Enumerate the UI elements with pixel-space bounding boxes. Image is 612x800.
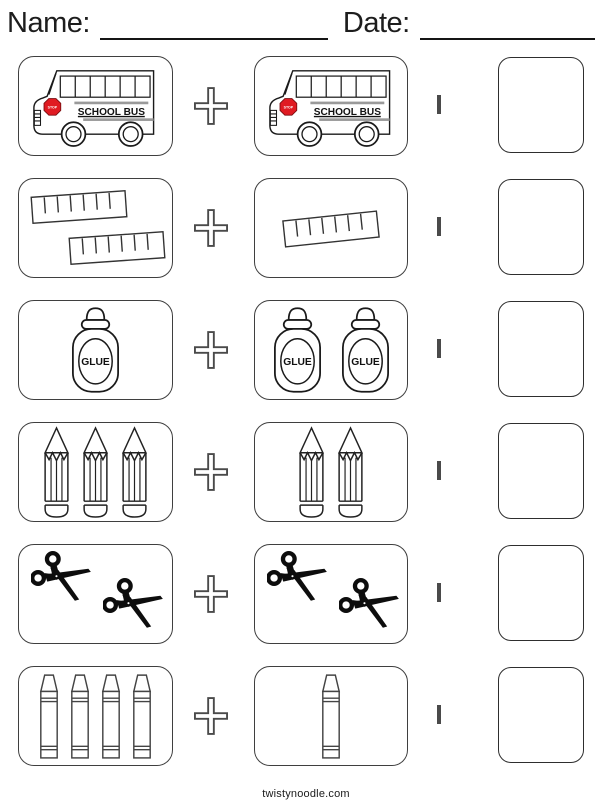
ruler-icon (282, 210, 380, 248)
crayon-icon (318, 672, 344, 761)
ruler-icon (68, 231, 166, 266)
plus-operator-icon (194, 331, 228, 369)
equals-operator-icon (437, 339, 477, 358)
plus-operator-icon (194, 209, 228, 247)
pencil-icon (335, 426, 366, 519)
addend-right-box (254, 300, 408, 400)
problems-list (0, 56, 612, 766)
pencil-icon (119, 426, 150, 519)
scissors-icon (103, 578, 165, 632)
equals-operator-icon (437, 461, 477, 480)
addend-left-box (18, 422, 173, 522)
equals-bar (439, 95, 441, 114)
plus-operator-icon (194, 453, 228, 491)
equals-bar (437, 217, 439, 236)
equals-operator-icon (437, 217, 477, 236)
crayon-icon (67, 672, 93, 761)
addend-right-box (254, 178, 408, 278)
equals-bar (437, 339, 439, 358)
addend-left-box (18, 56, 173, 156)
plus-operator-icon (194, 697, 228, 735)
equals-bar (437, 461, 439, 480)
addend-right-box (254, 666, 408, 766)
equals-bar (437, 583, 439, 602)
date-label: Date: (342, 7, 410, 39)
answer-box[interactable] (498, 57, 584, 153)
equals-operator-icon (437, 95, 477, 114)
date-fill-line[interactable] (419, 12, 595, 40)
school-bus-icon (261, 62, 402, 150)
addition-problem-row (0, 422, 612, 522)
addition-problem-row (0, 178, 612, 278)
equals-bar (439, 217, 441, 236)
answer-box[interactable] (498, 179, 584, 275)
addend-left-box (18, 300, 173, 400)
scissors-icon (31, 551, 93, 605)
addend-right-box (254, 56, 408, 156)
pencil-icon (80, 426, 111, 519)
answer-box[interactable] (498, 301, 584, 397)
plus-operator-icon (194, 87, 228, 125)
equals-bar (439, 705, 441, 724)
plus-operator-icon (194, 575, 228, 613)
name-fill-line[interactable] (99, 12, 328, 40)
addition-problem-row (0, 56, 612, 156)
addend-left-box (18, 666, 173, 766)
addition-problem-row (0, 300, 612, 400)
equals-operator-icon (437, 705, 477, 724)
addition-problem-row (0, 544, 612, 644)
name-label: Name: (7, 7, 90, 39)
glue-icon (269, 307, 326, 394)
equals-bar (439, 461, 441, 480)
answer-box[interactable] (498, 667, 584, 763)
addend-right-box (254, 422, 408, 522)
scissors-icon (267, 551, 329, 605)
pencil-icon (296, 426, 327, 519)
scissors-icon (339, 578, 401, 632)
addition-problem-row (0, 666, 612, 766)
crayon-icon (129, 672, 155, 761)
equals-bar (437, 95, 439, 114)
site-credit: twistynoodle.com (262, 788, 350, 800)
crayon-icon (98, 672, 124, 761)
answer-box[interactable] (498, 423, 584, 519)
worksheet-header: Name: Date: (0, 0, 612, 40)
equals-bar (439, 583, 441, 602)
glue-icon (337, 307, 394, 394)
school-bus-icon (25, 62, 166, 150)
addend-left-box (18, 178, 173, 278)
addend-right-box (254, 544, 408, 644)
addend-left-box (18, 544, 173, 644)
crayon-icon (36, 672, 62, 761)
pencil-icon (41, 426, 72, 519)
glue-icon (67, 307, 124, 394)
equals-bar (439, 339, 441, 358)
ruler-icon (30, 190, 128, 225)
equals-bar (437, 705, 439, 724)
answer-box[interactable] (498, 545, 584, 641)
equals-operator-icon (437, 583, 477, 602)
